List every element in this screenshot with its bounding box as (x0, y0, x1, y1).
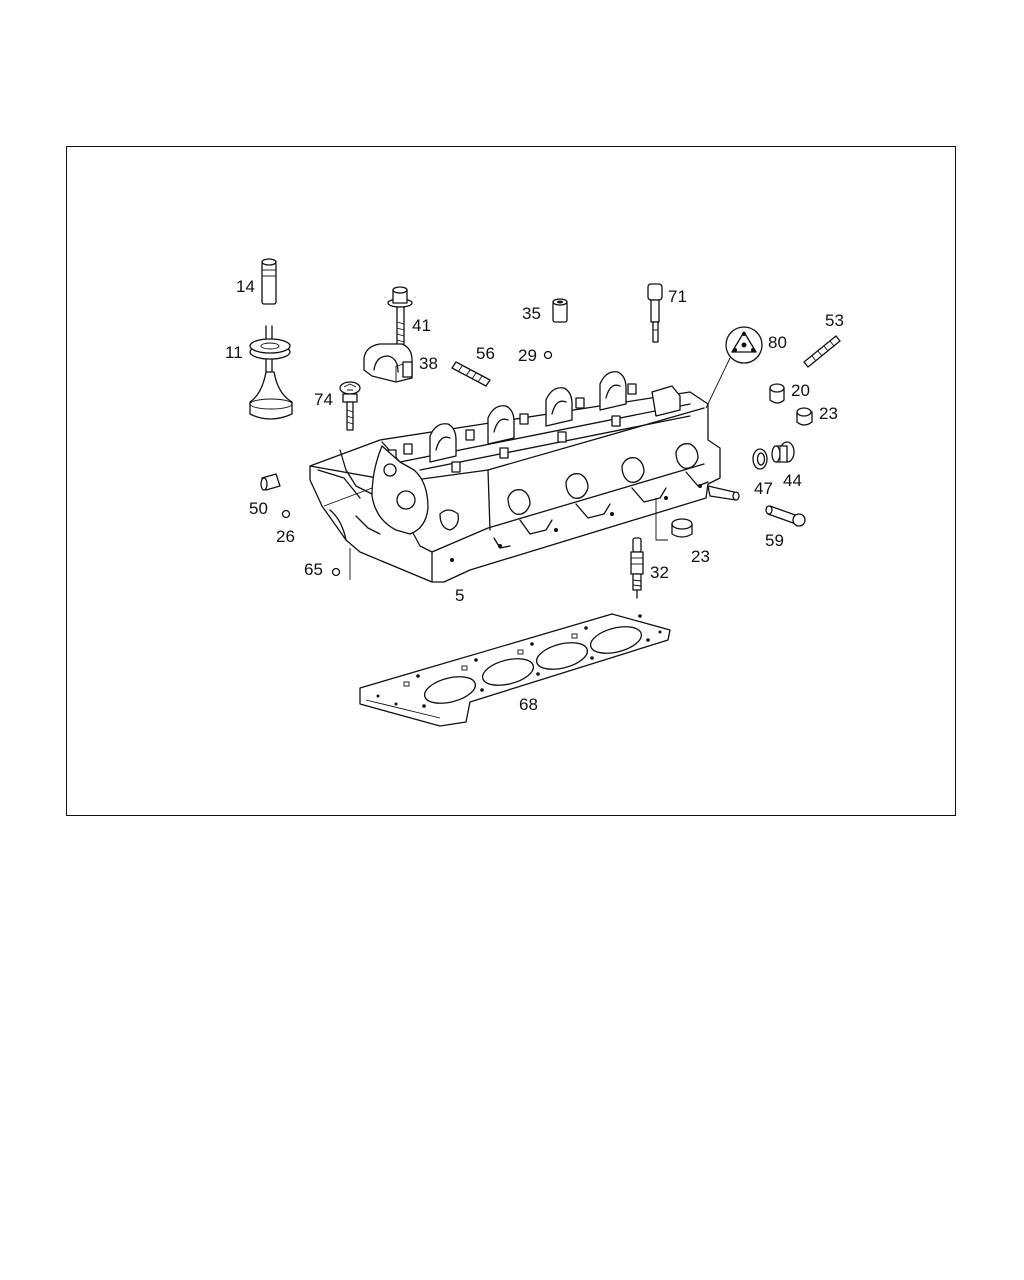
part-26-ring (281, 509, 291, 519)
callout-59: 59 (765, 531, 784, 550)
part-47-seal (752, 448, 768, 470)
part-23-plug-upper (796, 407, 813, 426)
part-41-bolt (387, 286, 413, 346)
part-68-head-gasket (359, 613, 671, 727)
callout-80: 80 (768, 333, 787, 352)
callout-68: 68 (519, 695, 538, 714)
part-20-plug (769, 383, 785, 404)
callout-11: 11 (225, 343, 243, 362)
callout-23-lower: 23 (691, 547, 710, 566)
callout-56: 56 (476, 344, 495, 363)
callout-44: 44 (783, 471, 802, 490)
part-32-spark-plug (630, 537, 644, 599)
part-14-valve-guide (261, 258, 277, 305)
callout-41: 41 (412, 316, 431, 335)
callout-14: 14 (236, 277, 255, 296)
part-56-stud (451, 361, 491, 387)
callout-50: 50 (249, 499, 268, 518)
part-80-plate (725, 326, 763, 364)
callout-5: 5 (455, 586, 464, 605)
part-35-sleeve (552, 298, 568, 323)
callout-32: 32 (650, 563, 669, 582)
callout-23-upper: 23 (819, 404, 838, 423)
part-59-pin (765, 505, 806, 527)
callout-29: 29 (518, 346, 537, 365)
part-44-screw-plug (771, 441, 795, 463)
callout-35: 35 (522, 304, 541, 323)
part-23-plug-lower (671, 518, 693, 538)
part-5-cylinder-head (309, 371, 740, 583)
part-53-stud (803, 335, 841, 368)
callout-53: 53 (825, 311, 844, 330)
part-11-valve (249, 325, 293, 420)
part-29-ring (543, 350, 553, 360)
callout-20: 20 (791, 381, 810, 400)
part-38-bearing-cap (363, 343, 413, 383)
callout-71: 71 (668, 287, 687, 306)
callout-26: 26 (276, 527, 295, 546)
callout-65: 65 (304, 560, 323, 579)
callout-47: 47 (754, 479, 773, 498)
part-65-ring (331, 567, 341, 577)
callout-labels: 14 11 41 38 74 56 35 29 71 80 53 20 23 4… (225, 277, 844, 714)
part-50-sleeve (260, 473, 281, 491)
callout-38: 38 (419, 354, 438, 373)
callout-74: 74 (314, 390, 333, 409)
part-74-screw (339, 381, 361, 431)
part-71-sensor (647, 283, 663, 343)
leader-lines (323, 357, 731, 580)
